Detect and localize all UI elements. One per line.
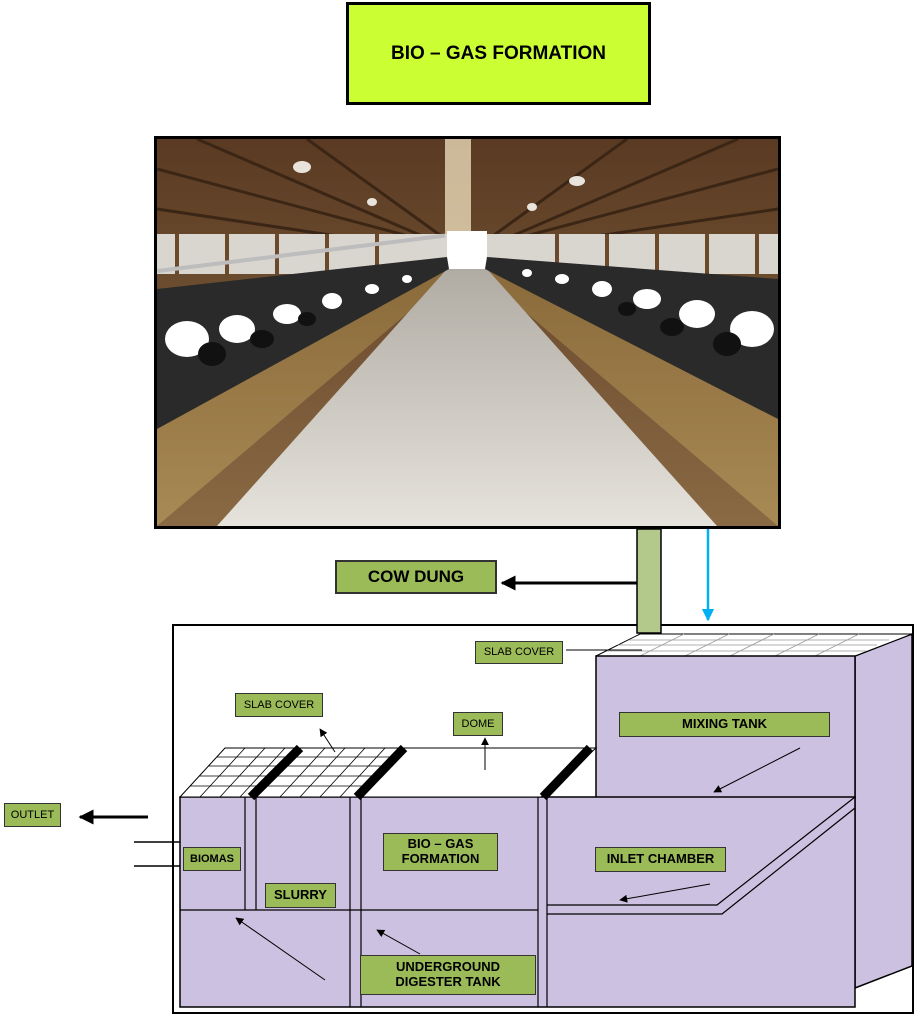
inlet-chamber-pointer (619, 883, 711, 903)
dome-label: DOME (453, 712, 503, 736)
mixing-tank-pointer (713, 747, 801, 793)
slurry-pointer (235, 917, 326, 981)
dung-pipe (636, 528, 662, 634)
diagram-title: BIO – GAS FORMATION (391, 42, 606, 64)
inlet-chamber-label: INLET CHAMBER (595, 847, 726, 872)
cow-barn-photo (154, 136, 781, 529)
biomas-label: BIOMAS (183, 847, 241, 871)
mixing-tank-label: MIXING TANK (619, 712, 830, 737)
slab-cover-top-label: SLAB COVER (475, 641, 563, 664)
underground-pointer (376, 929, 421, 955)
outlet-label: OUTLET (4, 803, 61, 827)
slab-cover-left-label: SLAB COVER (235, 693, 323, 717)
slab-cover-left-pointer (319, 728, 336, 753)
slurry-label: SLURRY (265, 883, 336, 908)
cow-dung-label: COW DUNG (335, 560, 497, 594)
title-box: BIO – GAS FORMATION (346, 2, 651, 105)
biogas-formation-label: BIO – GAS FORMATION (383, 833, 498, 871)
mixing-tank-side (854, 632, 913, 990)
diagram-frame (172, 624, 914, 1014)
underground-digester-label: UNDERGROUND DIGESTER TANK (360, 955, 536, 995)
